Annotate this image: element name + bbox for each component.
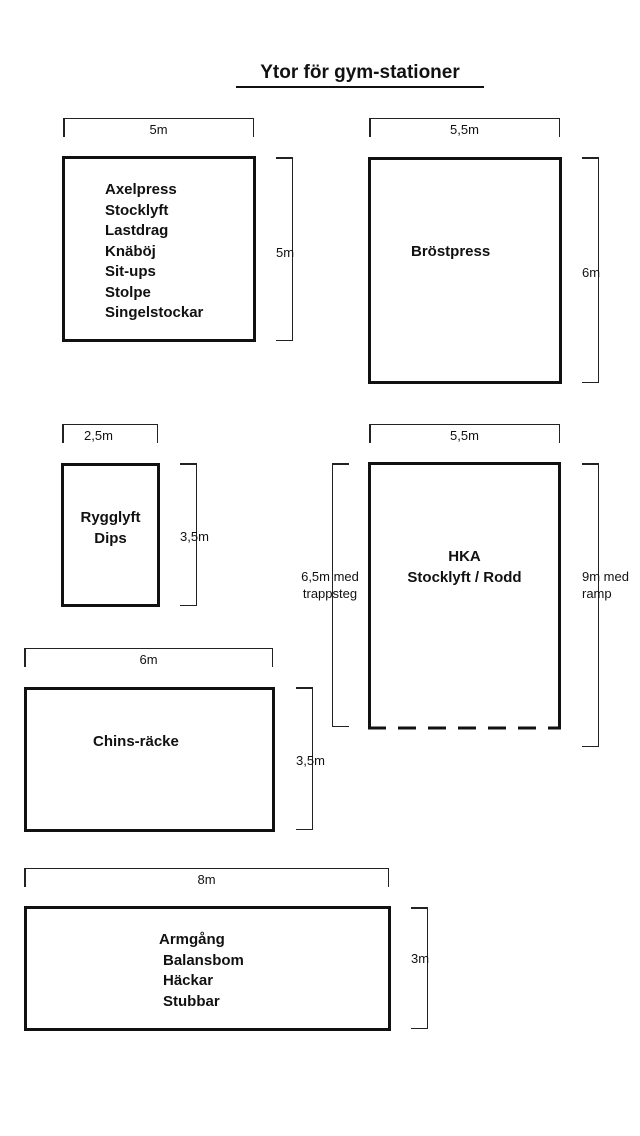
station-armgang: Armgång Balansbom Häckar Stubbar [24, 906, 391, 1031]
height-label-armgang: 3m [411, 951, 430, 966]
station-brostpress: Bröstpress [368, 157, 562, 384]
height-bracket-hka-left [332, 463, 349, 727]
station-label: Dips [94, 529, 127, 547]
station-label: Rygglyft [80, 509, 141, 526]
station-label-list: Rygglyft Dips [64, 508, 157, 549]
width-bracket-axelpress [63, 118, 254, 137]
station-label: Sit-ups [105, 263, 156, 280]
height-bracket-axelpress [276, 157, 293, 341]
height-bracket-brostpress [582, 157, 599, 383]
dashed-edge [368, 726, 561, 730]
width-label-armgang: 8m [197, 872, 216, 887]
height-bracket-hka-right [582, 463, 599, 747]
station-label: Stolpe [105, 283, 151, 301]
height-label-line: trappsteg [302, 586, 358, 601]
width-bracket-chins [24, 648, 273, 667]
station-label-list: HKA Stocklyft / Rodd [371, 547, 558, 588]
station-label: Singelstockar [105, 304, 204, 321]
height-label-line: 9m med [582, 569, 629, 584]
height-bracket-rygglyft [180, 463, 197, 606]
width-label-axelpress: 5m [149, 122, 168, 137]
height-label-line: ramp [582, 586, 612, 601]
station-label: Stubbar [163, 992, 220, 1010]
height-label-axelpress: 5m [276, 245, 295, 260]
width-label-rygglyft: 2,5m [84, 428, 113, 443]
width-bracket-rygglyft [62, 424, 158, 443]
station-rygglyft: Rygglyft Dips [61, 463, 160, 607]
station-axelpress: Axelpress Stocklyft Lastdrag Knäböj Sit-… [62, 156, 256, 342]
station-chins: Chins-räcke [24, 687, 275, 832]
page-title: Ytor för gym-stationer [236, 62, 484, 88]
height-label-rygglyft: 3,5m [180, 529, 209, 544]
station-label: Balansbom [163, 951, 244, 969]
station-label: Bröstpress [411, 243, 491, 260]
station-label: Knäböj [105, 242, 156, 260]
width-label-brostpress: 5,5m [450, 122, 479, 137]
station-label: Stocklyft / Rodd [407, 568, 522, 586]
width-bracket-brostpress [369, 118, 560, 137]
station-label: Axelpress [105, 181, 177, 198]
height-label-chins: 3,5m [296, 753, 325, 768]
station-label-list: Armgång Balansbom Häckar Stubbar [159, 930, 244, 1012]
station-label: Lastdrag [105, 222, 169, 239]
station-label: Armgång [159, 931, 225, 948]
station-label-list: Axelpress Stocklyft Lastdrag Knäböj Sit-… [105, 180, 203, 324]
width-label-hka: 5,5m [450, 428, 479, 443]
height-label-hka-left: 6,5m med trappsteg [291, 568, 369, 602]
station-label: HKA [448, 548, 481, 565]
height-label-hka-right: 9m med ramp [582, 568, 629, 602]
width-label-chins: 6m [139, 652, 158, 667]
width-bracket-hka [369, 424, 560, 443]
height-bracket-armgang [411, 907, 428, 1029]
height-label-line: 6,5m med [301, 569, 359, 584]
height-label-brostpress: 6m [582, 265, 601, 280]
station-label: Stocklyft [105, 201, 169, 219]
width-bracket-armgang [24, 868, 389, 887]
station-label: Chins-räcke [93, 733, 179, 750]
station-hka: HKA Stocklyft / Rodd [368, 462, 561, 728]
station-label: Häckar [163, 972, 214, 989]
height-bracket-chins [296, 687, 313, 830]
